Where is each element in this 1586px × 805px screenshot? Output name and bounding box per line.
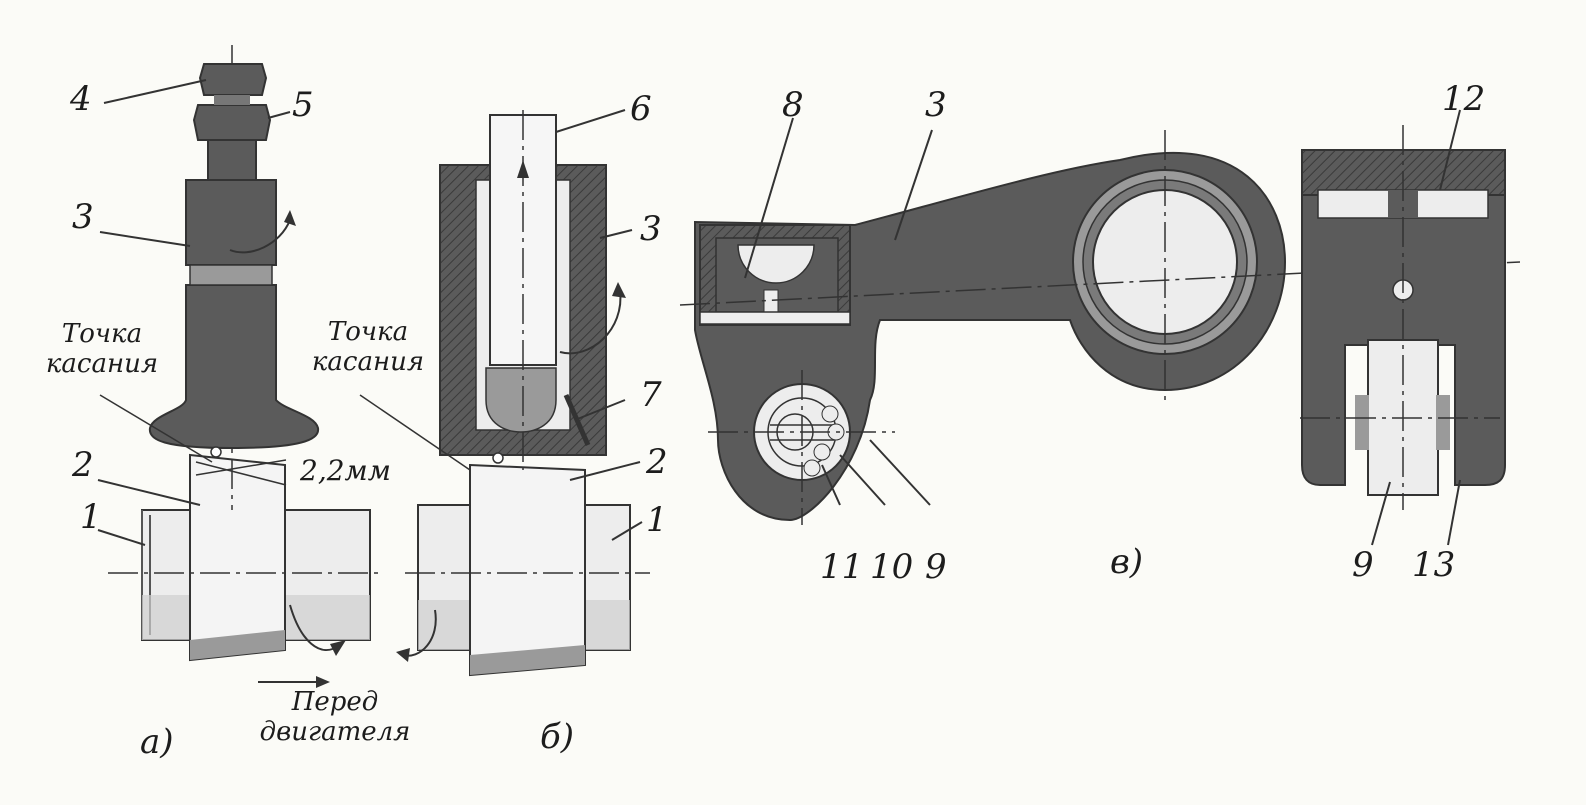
label-3-a: 3 (72, 197, 94, 237)
adjusting-bolt (198, 63, 268, 96)
gap-label: 2,2мм (300, 454, 391, 487)
label-1-b: 1 (646, 500, 668, 540)
view-b (359, 109, 650, 677)
lock-nut (192, 104, 272, 141)
label-10: 10 (870, 547, 914, 587)
label-9-c: 9 (925, 547, 947, 587)
view-c-front (1300, 109, 1506, 546)
pusher-a (148, 284, 320, 450)
label-8: 8 (782, 85, 804, 125)
label-7: 7 (640, 375, 662, 415)
label-2-a: 2 (72, 445, 94, 485)
view-c-rocker (679, 117, 1521, 525)
label-3-c: 3 (925, 85, 947, 125)
label-4: 4 (70, 79, 92, 119)
label-6: 6 (630, 89, 652, 129)
label-12: 12 (1442, 79, 1486, 119)
front-of-engine-label: Перед двигателя (259, 687, 411, 747)
label-3-b: 3 (640, 209, 662, 249)
label-11: 11 (820, 547, 864, 587)
contact-point-b: Точка касания (311, 317, 425, 377)
label-1-a: 1 (80, 497, 102, 537)
cam-a (189, 453, 286, 662)
label-5: 5 (292, 85, 314, 125)
view-a (97, 45, 378, 688)
contact-point-a: Точка касания (45, 319, 159, 379)
caption-c: в) (1110, 542, 1144, 582)
label-9-front: 9 (1352, 545, 1374, 585)
caption-b: б) (540, 717, 575, 757)
label-13: 13 (1412, 545, 1456, 585)
cam-b (469, 463, 586, 677)
label-2-b: 2 (646, 442, 668, 482)
caption-a: а) (140, 722, 174, 762)
